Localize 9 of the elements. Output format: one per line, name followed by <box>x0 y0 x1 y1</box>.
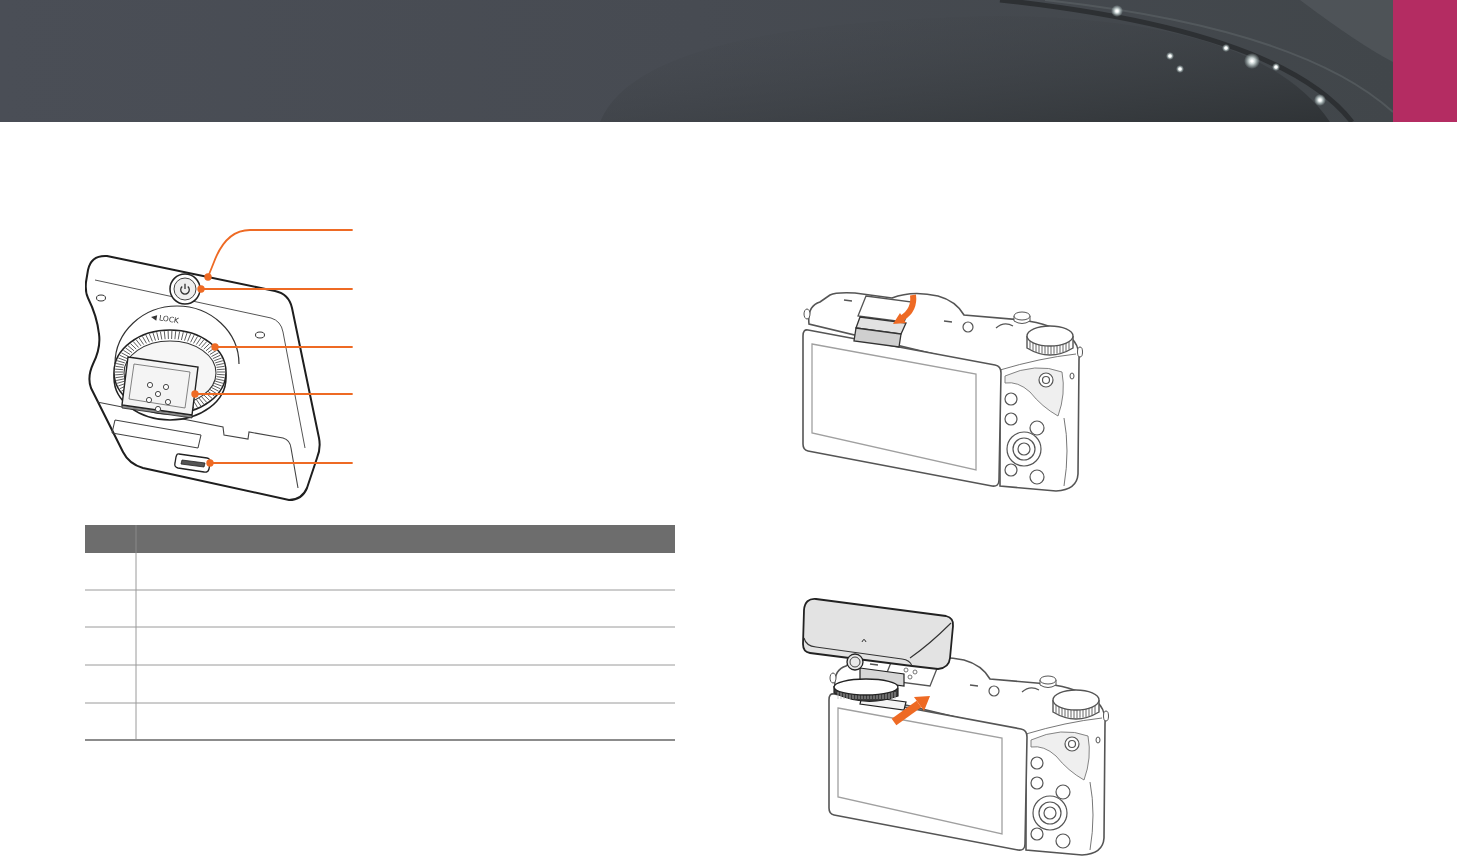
power-button <box>169 273 201 305</box>
leader-line <box>211 343 353 351</box>
leader-line <box>191 390 353 398</box>
leader-line <box>204 229 353 281</box>
lock-ring <box>112 326 228 422</box>
hot-shoe-plate <box>120 355 200 419</box>
leader-line <box>206 459 353 467</box>
connector-port <box>174 452 212 474</box>
leader-line <box>197 285 353 293</box>
